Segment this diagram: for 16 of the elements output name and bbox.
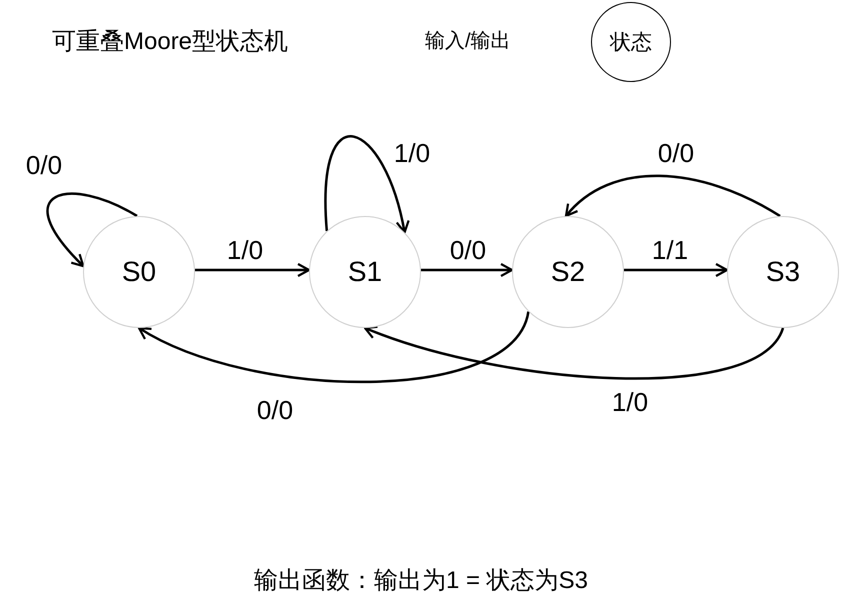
state-circle: S1 <box>309 216 421 328</box>
transition-arrow <box>624 262 728 278</box>
transition-arrow <box>421 262 514 278</box>
diagram-title: 可重叠Moore型状态机 <box>52 27 288 57</box>
transition-arrow <box>324 136 410 234</box>
legend-state-circle: 状态 <box>591 2 671 82</box>
transition-arrow <box>364 325 784 380</box>
transition-arrow <box>195 262 310 278</box>
caption: 输出函数：输出为1 = 状态为S3 <box>252 566 590 596</box>
state-circle: S3 <box>727 216 839 328</box>
state-circle: S2 <box>512 216 624 328</box>
transition-arrow <box>564 174 781 218</box>
key-text: 输入/输出 <box>425 29 511 54</box>
transition-arrow <box>46 192 138 268</box>
state-circle: S0 <box>83 216 195 328</box>
transition-arrow <box>138 311 530 383</box>
